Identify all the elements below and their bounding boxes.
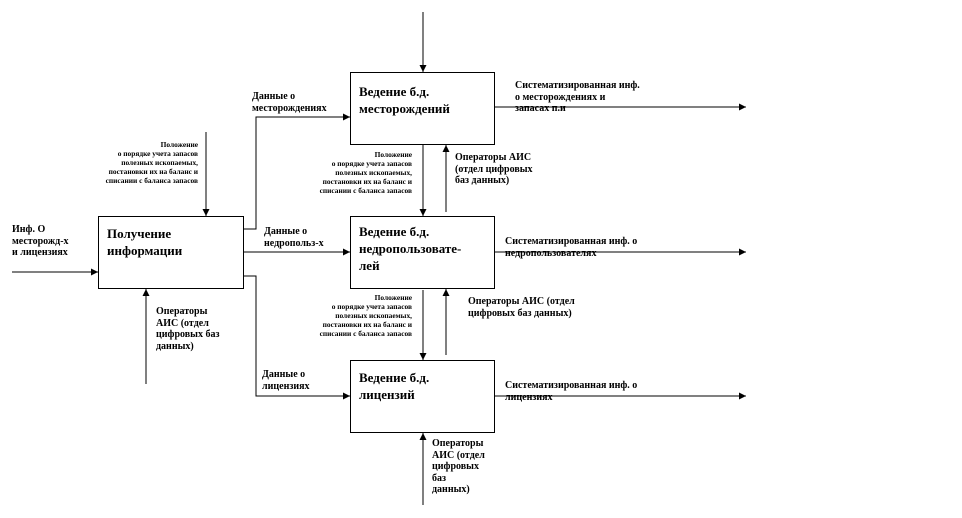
output-licenses-label: Систематизированная инф. о лицензиях: [505, 380, 638, 403]
box-receive-title: Получение информации: [107, 226, 183, 258]
input-deposits-label: Данные о месторождениях: [252, 91, 327, 114]
mechanism-users-label: Операторы АИС (отдел цифровых баз данных…: [468, 296, 575, 319]
deposits-data-arrow: [243, 113, 350, 230]
box-licenses: Ведение б.д. лицензий: [350, 360, 495, 433]
mechanism-licenses-label: Операторы АИС (отдел цифровых баз данных…: [432, 438, 485, 495]
output-users-label: Систематизированная инф. о недропользова…: [505, 236, 638, 259]
input-users-label: Данные о недропольз-х: [264, 226, 324, 249]
box-deposits: Ведение б.д. месторождений: [350, 72, 495, 145]
licenses-data-arrow: [243, 275, 350, 400]
input-licenses-label: Данные о лицензиях: [262, 369, 310, 392]
control-regulation-1: Положение о порядке учета запасов полезн…: [105, 140, 198, 185]
mechanism-receive-label: Операторы АИС (отдел цифровых баз данных…: [156, 306, 220, 352]
control-regulation-2: Положение о порядке учета запасов полезн…: [319, 150, 412, 195]
box-receive-info: Получение информации: [98, 216, 244, 289]
control-regulation-3: Положение о порядке учета запасов полезн…: [319, 293, 412, 338]
mechanism-deposits-label: Операторы АИС (отдел цифровых баз данных…: [455, 152, 533, 186]
box-users-title: Ведение б.д. недропользовате- лей: [359, 224, 462, 273]
output-deposits-label: Систематизированная инф. о месторождения…: [515, 80, 640, 114]
box-licenses-title: Ведение б.д. лицензий: [359, 370, 430, 402]
box-deposits-title: Ведение б.д. месторождений: [359, 84, 450, 116]
box-users: Ведение б.д. недропользовате- лей: [350, 216, 495, 289]
input-info-label: Инф. О месторожд-х и лицензиях: [12, 224, 69, 258]
